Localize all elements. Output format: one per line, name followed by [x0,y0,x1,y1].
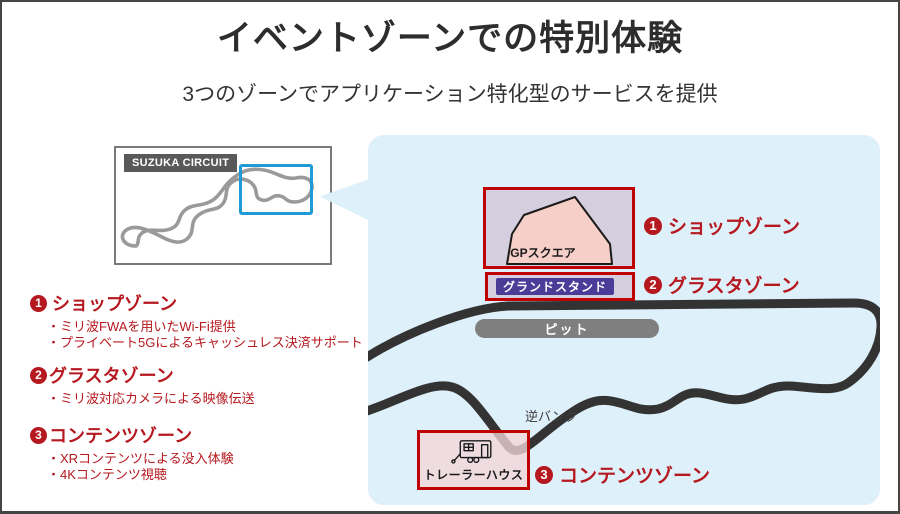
legend-zone-2-name: グラスタゾーン [49,366,174,386]
zone-1-number-badge: 1 [30,294,47,312]
gp-square-shape-icon [506,196,613,265]
map-zone-2-label: 2 グラスタゾーン [644,271,800,298]
legend-zone-2-heading: 2 グラスタゾーン [30,362,255,388]
highlight-area-rect [239,164,313,215]
bullet-item: ・4Kコンテンツ視聴 [47,467,167,482]
bullet-item: ・ミリ波対応カメラによる映像伝送 [47,391,255,406]
map-zone-2-name: グラスタゾーン [668,276,800,297]
suzuka-circuit-map: SUZUKA CIRCUIT [114,146,332,265]
trailer-house-label: トレーラーハウス [423,468,524,482]
map-zone-3-number-badge: 3 [535,465,553,484]
map-zone-1-name: ショップゾーン [668,217,801,238]
legend-zone-3-name: コンテンツゾーン [49,426,193,446]
legend-zone-3-bullets: ・XRコンテンツによる没入体験 ・4Kコンテンツ視聴 [30,451,234,483]
grandstand-label: グランドスタンド [496,278,614,295]
legend-zone-1-bullets: ・ミリ波FWAを用いたWi-Fi提供 ・プライベート5Gによるキャッシュレス決済… [30,319,363,351]
legend-zone-3: 3 コンテンツゾーン ・XRコンテンツによる没入体験 ・4Kコンテンツ視聴 [30,422,234,483]
legend-zone-2-bullets: ・ミリ波対応カメラによる映像伝送 [30,391,255,407]
page-title: イベントゾーンでの特別体験 [216,19,684,58]
map-zone-1-label: 1 ショップゾーン [644,212,800,239]
zone-map-panel: GPスクエア グランドスタンド ピット 逆バンク [368,135,880,505]
map-zone-2-number-badge: 2 [644,275,662,294]
zone-3-number-badge: 3 [30,426,47,444]
map-zone-1-number-badge: 1 [644,216,662,235]
map-zone-3-name: コンテンツゾーン [559,466,711,487]
bullet-item: ・ミリ波FWAを用いたWi-Fi提供 [47,319,236,334]
legend-zone-3-heading: 3 コンテンツゾーン [30,422,234,448]
circuit-outline-icon [120,167,314,248]
bullet-item: ・プライベート5Gによるキャッシュレス決済サポート [47,335,363,350]
bullet-item: ・XRコンテンツによる没入体験 [47,451,234,466]
pit-label: ピット [475,319,659,338]
circuit-name-badge: SUZUKA CIRCUIT [124,154,238,172]
grandstand-zone-box: グランドスタンド [485,272,635,301]
shop-zone-box: GPスクエア [483,187,635,269]
reverse-bank-label: 逆バンク [525,409,578,424]
map-zone-3-label: 3 コンテンツゾーン [535,461,710,488]
legend-zone-1-heading: 1 ショップゾーン [30,290,363,316]
legend-zone-2: 2 グラスタゾーン ・ミリ波対応カメラによる映像伝送 [30,362,255,407]
legend-zone-1-name: ショップゾーン [52,294,178,314]
page-subtitle: 3つのゾーンでアプリケーション特化型のサービスを提供 [182,83,718,106]
zone-2-number-badge: 2 [30,366,47,384]
gp-square-label: GPスクエア [510,246,576,260]
trailer-house-box: トレーラーハウス [417,430,530,490]
trailer-house-icon [450,440,491,464]
legend-zone-1: 1 ショップゾーン ・ミリ波FWAを用いたWi-Fi提供 ・プライベート5Gによ… [30,290,363,351]
